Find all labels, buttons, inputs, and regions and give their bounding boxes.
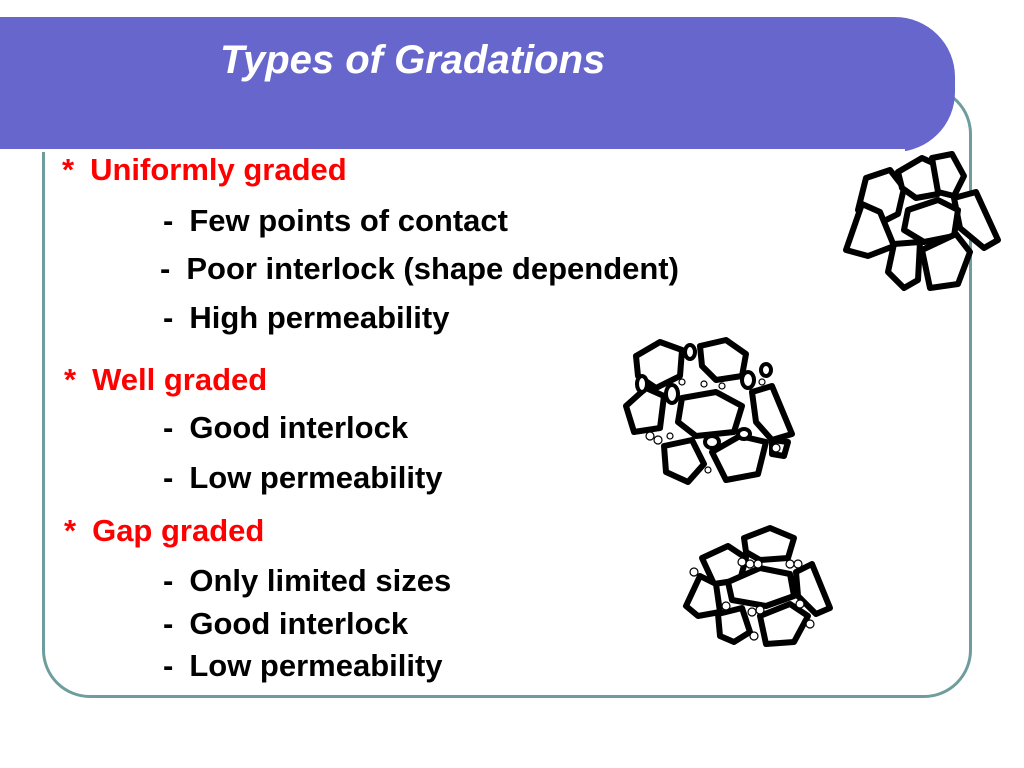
- list-item: -Good interlock: [163, 606, 408, 642]
- bullet-dash: -: [163, 606, 174, 641]
- item-text: Few points of contact: [189, 203, 508, 238]
- list-item: -Few points of contact: [163, 203, 508, 239]
- section-heading-gap-graded: * Gap graded: [64, 513, 264, 549]
- heading-text: Well graded: [92, 362, 268, 397]
- bullet-dash: -: [160, 251, 171, 286]
- uniform-gradation-illustration: [843, 151, 1001, 291]
- list-item: -Good interlock: [163, 410, 408, 446]
- bullet-dash: -: [163, 563, 174, 598]
- item-text: Only limited sizes: [189, 563, 452, 598]
- bullet-dash: -: [163, 410, 174, 445]
- list-item: -Low permeability: [163, 648, 443, 684]
- list-item: -High permeability: [163, 300, 449, 336]
- list-item: -Only limited sizes: [163, 563, 451, 599]
- item-text: Low permeability: [189, 648, 443, 683]
- bullet-star: *: [62, 152, 75, 187]
- bullet-dash: -: [163, 648, 174, 683]
- heading-text: Gap graded: [92, 513, 265, 548]
- item-text: Good interlock: [189, 606, 409, 641]
- bullet-star: *: [64, 362, 77, 397]
- slide-title: Types of Gradations: [220, 38, 606, 82]
- item-text: High permeability: [189, 300, 450, 335]
- well-gradation-illustration: [623, 337, 795, 485]
- heading-text: Uniformly graded: [90, 152, 347, 187]
- bullet-dash: -: [163, 460, 174, 495]
- section-heading-uniformly-graded: * Uniformly graded: [62, 152, 347, 188]
- item-text: Good interlock: [189, 410, 409, 445]
- banner-underline: [0, 149, 905, 152]
- section-heading-well-graded: * Well graded: [64, 362, 267, 398]
- bullet-star: *: [64, 513, 77, 548]
- item-text: Poor interlock (shape dependent): [186, 251, 679, 286]
- item-text: Low permeability: [189, 460, 443, 495]
- title-banner: [0, 17, 955, 152]
- gap-gradation-illustration: [683, 525, 833, 647]
- bullet-dash: -: [163, 300, 174, 335]
- bullet-dash: -: [163, 203, 174, 238]
- list-item: -Low permeability: [163, 460, 443, 496]
- list-item: -Poor interlock (shape dependent): [160, 251, 679, 287]
